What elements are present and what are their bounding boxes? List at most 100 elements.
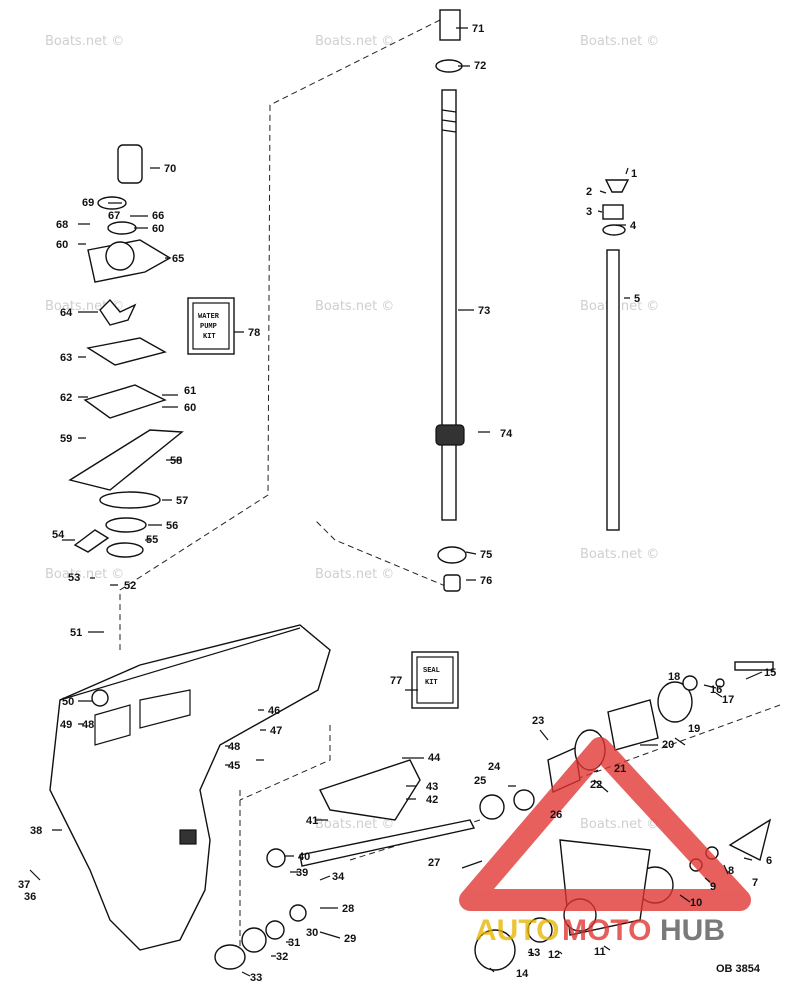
drawing-code: OB 3854 — [716, 963, 761, 975]
callout-3: 3 — [586, 206, 592, 218]
callout-17: 17 — [722, 694, 734, 706]
callout-25: 25 — [474, 775, 486, 787]
watermark: Boats.net © — [315, 299, 394, 314]
callout-61: 61 — [184, 385, 196, 397]
callout-36: 36 — [24, 891, 36, 903]
callout-7: 7 — [752, 877, 758, 889]
callout-77: 77 — [390, 675, 402, 687]
callout-39: 39 — [296, 867, 308, 879]
callout-62: 62 — [60, 392, 72, 404]
drive-shaft — [435, 9, 467, 592]
callout-2: 2 — [586, 186, 592, 198]
callout-6: 6 — [766, 855, 772, 867]
callout-45: 45 — [228, 760, 240, 772]
callout-15: 15 — [764, 667, 776, 679]
water-pump-assembly — [68, 144, 184, 558]
propeller-shaft-parts — [299, 661, 774, 971]
callout-8: 8 — [728, 865, 734, 877]
watermark: Boats.net © — [315, 34, 394, 49]
watermark: Boats.net © — [580, 817, 659, 832]
callout-9: 9 — [710, 881, 716, 893]
callout-59: 59 — [60, 433, 72, 445]
callout-1: 1 — [631, 168, 637, 180]
callout-23: 23 — [532, 715, 544, 727]
callout-63: 63 — [60, 352, 72, 364]
callout-56: 56 — [166, 520, 178, 532]
shift-rod — [602, 179, 630, 531]
callout-34: 34 — [332, 871, 345, 883]
callout-74: 74 — [500, 428, 513, 440]
watermark: Boats.net © — [580, 547, 659, 562]
callout-43: 43 — [426, 781, 438, 793]
callout-4: 4 — [630, 220, 637, 232]
callout-30: 30 — [306, 927, 318, 939]
callout-68: 68 — [56, 219, 68, 231]
watermark: Boats.net © — [45, 567, 124, 582]
callout-22: 22 — [590, 779, 602, 791]
water-pump-kit-line2: PUMP — [200, 323, 217, 331]
callout-67: 67 — [108, 210, 120, 222]
watermark: Boats.net © — [315, 567, 394, 582]
callout-49: 49 — [60, 719, 72, 731]
callout-5: 5 — [634, 293, 640, 305]
water-pump-kit-box: WATER PUMP KIT — [187, 297, 235, 355]
callout-54: 54 — [52, 529, 65, 541]
callout-57: 57 — [176, 495, 188, 507]
logo-part3: HUB — [660, 914, 725, 947]
callout-60a: 60 — [56, 239, 68, 251]
callout-71: 71 — [472, 23, 484, 35]
logo-part2: MOTO — [562, 914, 651, 947]
water-pump-kit-line3: KIT — [203, 333, 216, 341]
callout-48: 48 — [82, 719, 94, 731]
water-pump-kit-line1: WATER — [198, 313, 220, 321]
callout-10: 10 — [690, 897, 702, 909]
callout-26: 26 — [550, 809, 562, 821]
callouts: 71 72 70 69 67 68 66 60 60 65 64 78 63 6… — [18, 23, 776, 984]
callout-76: 76 — [480, 575, 492, 587]
automotohub-logo: AUTO MOTO HUB — [459, 737, 751, 947]
callout-44: 44 — [428, 752, 441, 764]
seal-kit-line2: KIT — [425, 679, 438, 687]
callout-48b: 48 — [228, 741, 240, 753]
callout-66: 66 — [152, 210, 164, 222]
callout-78: 78 — [248, 327, 260, 339]
callout-72: 72 — [474, 60, 486, 72]
callout-24: 24 — [488, 761, 501, 773]
callout-11: 11 — [594, 946, 606, 958]
callout-20: 20 — [662, 739, 674, 751]
watermark: Boats.net © — [315, 817, 394, 832]
callout-42: 42 — [426, 794, 438, 806]
callout-41: 41 — [306, 815, 318, 827]
watermark: Boats.net © — [580, 34, 659, 49]
callout-19: 19 — [688, 723, 700, 735]
callout-38: 38 — [30, 825, 42, 837]
callout-73: 73 — [478, 305, 490, 317]
callout-58: 58 — [170, 455, 182, 467]
callout-16: 16 — [710, 684, 722, 696]
callout-31: 31 — [288, 937, 300, 949]
gear-parts — [214, 759, 421, 970]
callout-13: 13 — [528, 947, 540, 959]
callout-53: 53 — [68, 572, 80, 584]
callout-50: 50 — [62, 696, 74, 708]
callout-32: 32 — [276, 951, 288, 963]
callout-14: 14 — [516, 968, 529, 980]
callout-18: 18 — [668, 671, 680, 683]
callout-64: 64 — [60, 307, 73, 319]
logo-part1: AUTO — [475, 914, 559, 947]
seal-kit-box: SEAL KIT — [411, 651, 459, 709]
callout-33: 33 — [250, 972, 262, 984]
seal-kit-line1: SEAL — [423, 667, 440, 675]
callout-28: 28 — [342, 903, 354, 915]
callout-75: 75 — [480, 549, 492, 561]
callout-12: 12 — [548, 949, 560, 961]
callout-65: 65 — [172, 253, 184, 265]
callout-37: 37 — [18, 879, 30, 891]
callout-40: 40 — [298, 851, 310, 863]
callout-29: 29 — [344, 933, 356, 945]
callout-21: 21 — [614, 763, 626, 775]
watermark: Boats.net © — [45, 34, 124, 49]
callout-60b: 60 — [152, 223, 164, 235]
callout-55: 55 — [146, 534, 158, 546]
